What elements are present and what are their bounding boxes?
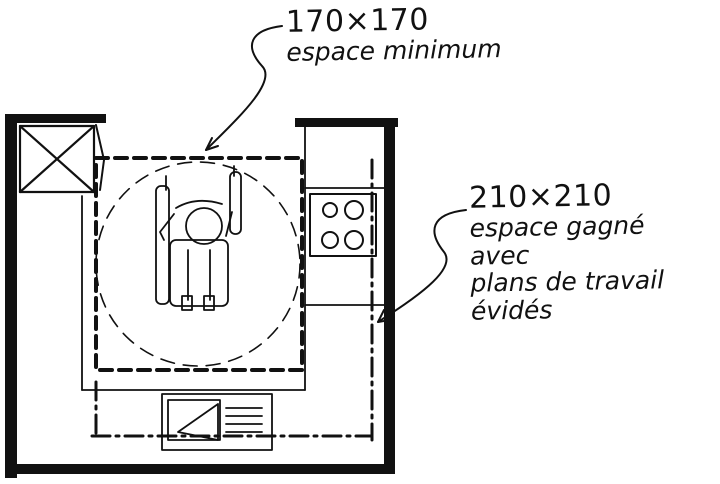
gained-space-lines <box>90 158 374 442</box>
minimum-space-square <box>94 156 304 372</box>
minimum-dimension: 170×170 <box>285 2 430 40</box>
minimum-label: espace minimum <box>286 34 502 67</box>
wall-top-left <box>5 114 106 123</box>
closet-cross-icon <box>18 124 96 194</box>
gained-line-1: espace gagné <box>469 210 645 243</box>
gained-line-4: évidés <box>470 294 553 326</box>
wall-left <box>5 116 17 478</box>
turning-circle <box>95 161 301 367</box>
wall-bottom <box>5 464 395 474</box>
worktop-lines <box>81 125 385 391</box>
walls <box>5 114 398 478</box>
sink-icon <box>161 393 273 451</box>
leader-arrow-gained <box>377 209 467 323</box>
gained-dimension: 210×210 <box>468 178 613 216</box>
wall-top-right <box>295 118 398 127</box>
gained-line-3: plans de travail <box>470 265 665 298</box>
minimum-space-note: 170×170 espace minimum <box>285 2 501 66</box>
wheelchair-user-icon <box>155 165 242 311</box>
wall-right <box>384 118 395 468</box>
cooktop-icon <box>309 193 377 257</box>
leader-arrow-minimum <box>205 25 283 151</box>
gained-space-note: 210×210 espace gagné avec plans de trava… <box>468 178 665 326</box>
